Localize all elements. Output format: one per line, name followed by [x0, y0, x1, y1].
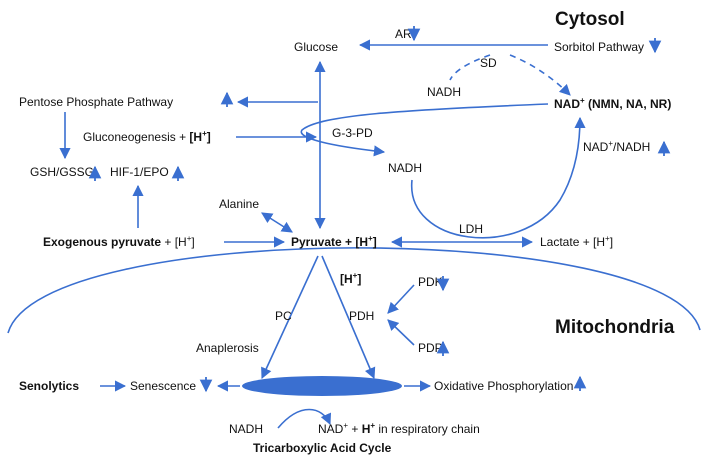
gluconeo-label: Gluconeogenesis + [H+] [83, 129, 211, 144]
arrow-pyruvate-to-tca-pdh [321, 255, 376, 380]
alanine-label: Alanine [219, 197, 259, 211]
nad-bottom-sup: + [343, 421, 348, 430]
nad-bottom-label: NAD+ + H+ in respiratory chain [318, 421, 480, 436]
indicator-layer [88, 26, 671, 393]
nadh-bottom-label: NADH [229, 422, 263, 436]
arrow-pdp-to-pdh [387, 319, 415, 346]
tca-label: Tricarboxylic Acid Cycle [253, 441, 392, 455]
arrow-sd-to-nad [509, 54, 571, 96]
pc-label: PC [275, 309, 292, 323]
g3pd-label: G-3-PD [332, 126, 373, 140]
arrow-nadh-to-nad-bottom [277, 408, 332, 429]
lactate-sup: + [605, 234, 610, 243]
arrow-pdk-to-pdh [387, 284, 415, 314]
lactate-close: ] [610, 235, 613, 249]
sorbitol-label: Sorbitol Pathway [554, 40, 644, 54]
gluconeo-text: Gluconeogenesis + [83, 130, 189, 144]
lactate-label: Lactate + [H+] [540, 234, 613, 249]
exo-bold: Exogenous pyruvate [43, 235, 161, 249]
pdk-label: PDK [418, 275, 443, 289]
oxphos-label: Oxidative Phosphorylation [434, 379, 573, 393]
senescence-label: Senescence [130, 379, 196, 393]
gsh-label: GSH/GSSG [30, 165, 94, 179]
gluconeo-h: [H [189, 130, 202, 144]
anaplerosis-label: Anaplerosis [196, 341, 259, 355]
exogenous-label: Exogenous pyruvate + [H+] [43, 234, 195, 249]
nad-plus-sup: + [580, 96, 585, 105]
nad-bottom-b: + [348, 422, 362, 436]
nad-ratio-b: /NADH [613, 140, 650, 154]
pentose-label: Pentose Phosphate Pathway [19, 95, 173, 109]
mitochondria-membrane [7, 247, 701, 334]
cytosol-title: Cytosol [555, 9, 625, 30]
ar-label: AR [395, 27, 412, 41]
nadh-top-label: NADH [427, 85, 461, 99]
hif-label: HIF-1/EPO [110, 165, 169, 179]
sd-label: SD [480, 56, 497, 70]
glucose-label: Glucose [294, 40, 338, 54]
pyruvate-text: Pyruvate + [H [291, 235, 368, 249]
h-mito-sup: + [353, 271, 358, 280]
tca-cycle-ellipse [242, 376, 402, 396]
nadh-mid-label: NADH [388, 161, 422, 175]
ldh-label: LDH [459, 222, 483, 236]
pdp-label: PDP [418, 341, 443, 355]
nad-ratio-a: NAD [583, 140, 609, 154]
arrow-alanine-pyruvate [261, 212, 293, 233]
nad-bottom-a: NAD [318, 422, 344, 436]
nad-bottom-h: H [362, 422, 371, 436]
mitochondria-title: Mitochondria [555, 317, 675, 338]
pyruvate-label: Pyruvate + [H+] [291, 234, 377, 249]
pyruvate-close: ] [373, 235, 377, 249]
pdh-label: PDH [349, 309, 374, 323]
arrow-pyruvate-to-tca-pc [261, 255, 319, 380]
nad-bottom-h-sup: + [370, 421, 375, 430]
h-mito-close: ] [357, 272, 361, 286]
nad-plus-main: NAD [554, 97, 580, 111]
nad-plus-label: NAD+ (NMN, NA, NR) [554, 96, 671, 111]
exo-rest: + [H [161, 235, 187, 249]
exo-close: ] [191, 235, 194, 249]
h-mito-label: [H+] [340, 271, 361, 286]
pyruvate-sup: + [368, 234, 373, 243]
senolytics-label: Senolytics [19, 379, 79, 393]
arrow-sd-dashed-left [449, 54, 491, 81]
gluconeo-h-close: ] [207, 130, 211, 144]
h-mito-text: [H [340, 272, 353, 286]
nad-bottom-c: in respiratory chain [375, 422, 480, 436]
exo-sup: + [187, 234, 192, 243]
nad-ratio-sup: + [608, 139, 613, 148]
arrow-nad-to-nadh-via-g3pd [300, 103, 549, 157]
gluconeo-h-sup: + [202, 129, 207, 138]
arrow-nadh-ldh-nad [411, 116, 586, 239]
nad-ratio-label: NAD+/NADH [583, 139, 650, 154]
nad-plus-extra: (NMN, NA, NR) [585, 97, 672, 111]
lactate-text: Lactate + [H [540, 235, 605, 249]
